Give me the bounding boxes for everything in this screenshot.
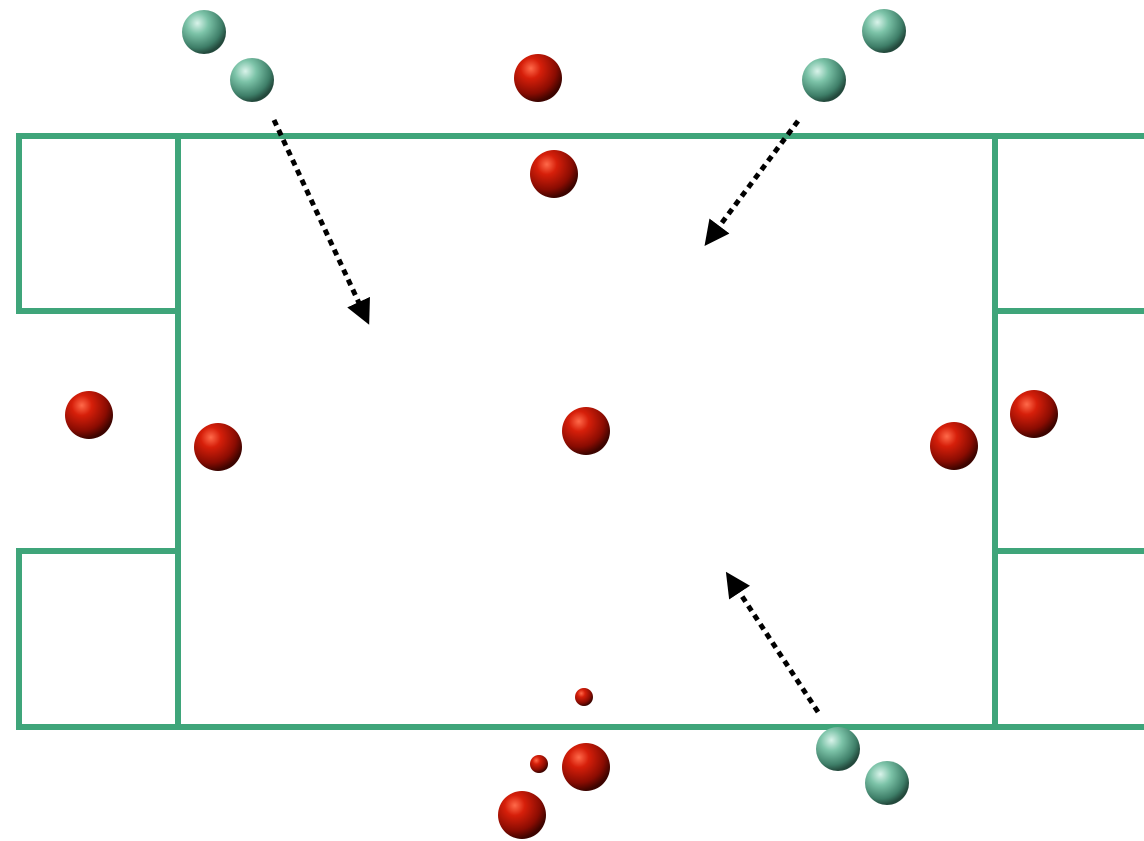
arrow-bottom-right: [730, 578, 818, 712]
green-players: [182, 9, 909, 805]
green-player-ball-icon: [802, 58, 846, 102]
red-player-ball-icon: [514, 54, 562, 102]
cone-marker-icon: [530, 755, 548, 773]
red-player-ball-icon: [498, 791, 546, 839]
green-player-ball-icon: [816, 727, 860, 771]
red-player-ball-icon: [930, 422, 978, 470]
red-player-ball-icon: [65, 391, 113, 439]
movement-arrows: [274, 120, 818, 712]
left-top-zone: [19, 136, 178, 311]
red-player-ball-icon: [530, 150, 578, 198]
red-players: [65, 54, 1058, 839]
green-player-ball-icon: [865, 761, 909, 805]
green-player-ball-icon: [182, 10, 226, 54]
green-player-ball-icon: [862, 9, 906, 53]
red-player-ball-icon: [194, 423, 242, 471]
red-player-ball-icon: [562, 743, 610, 791]
cone-marker-icon: [575, 688, 593, 706]
green-player-ball-icon: [230, 58, 274, 102]
left-bottom-zone: [19, 551, 178, 727]
red-player-ball-icon: [562, 407, 610, 455]
arrow-top-left: [274, 120, 366, 318]
red-player-ball-icon: [1010, 390, 1058, 438]
